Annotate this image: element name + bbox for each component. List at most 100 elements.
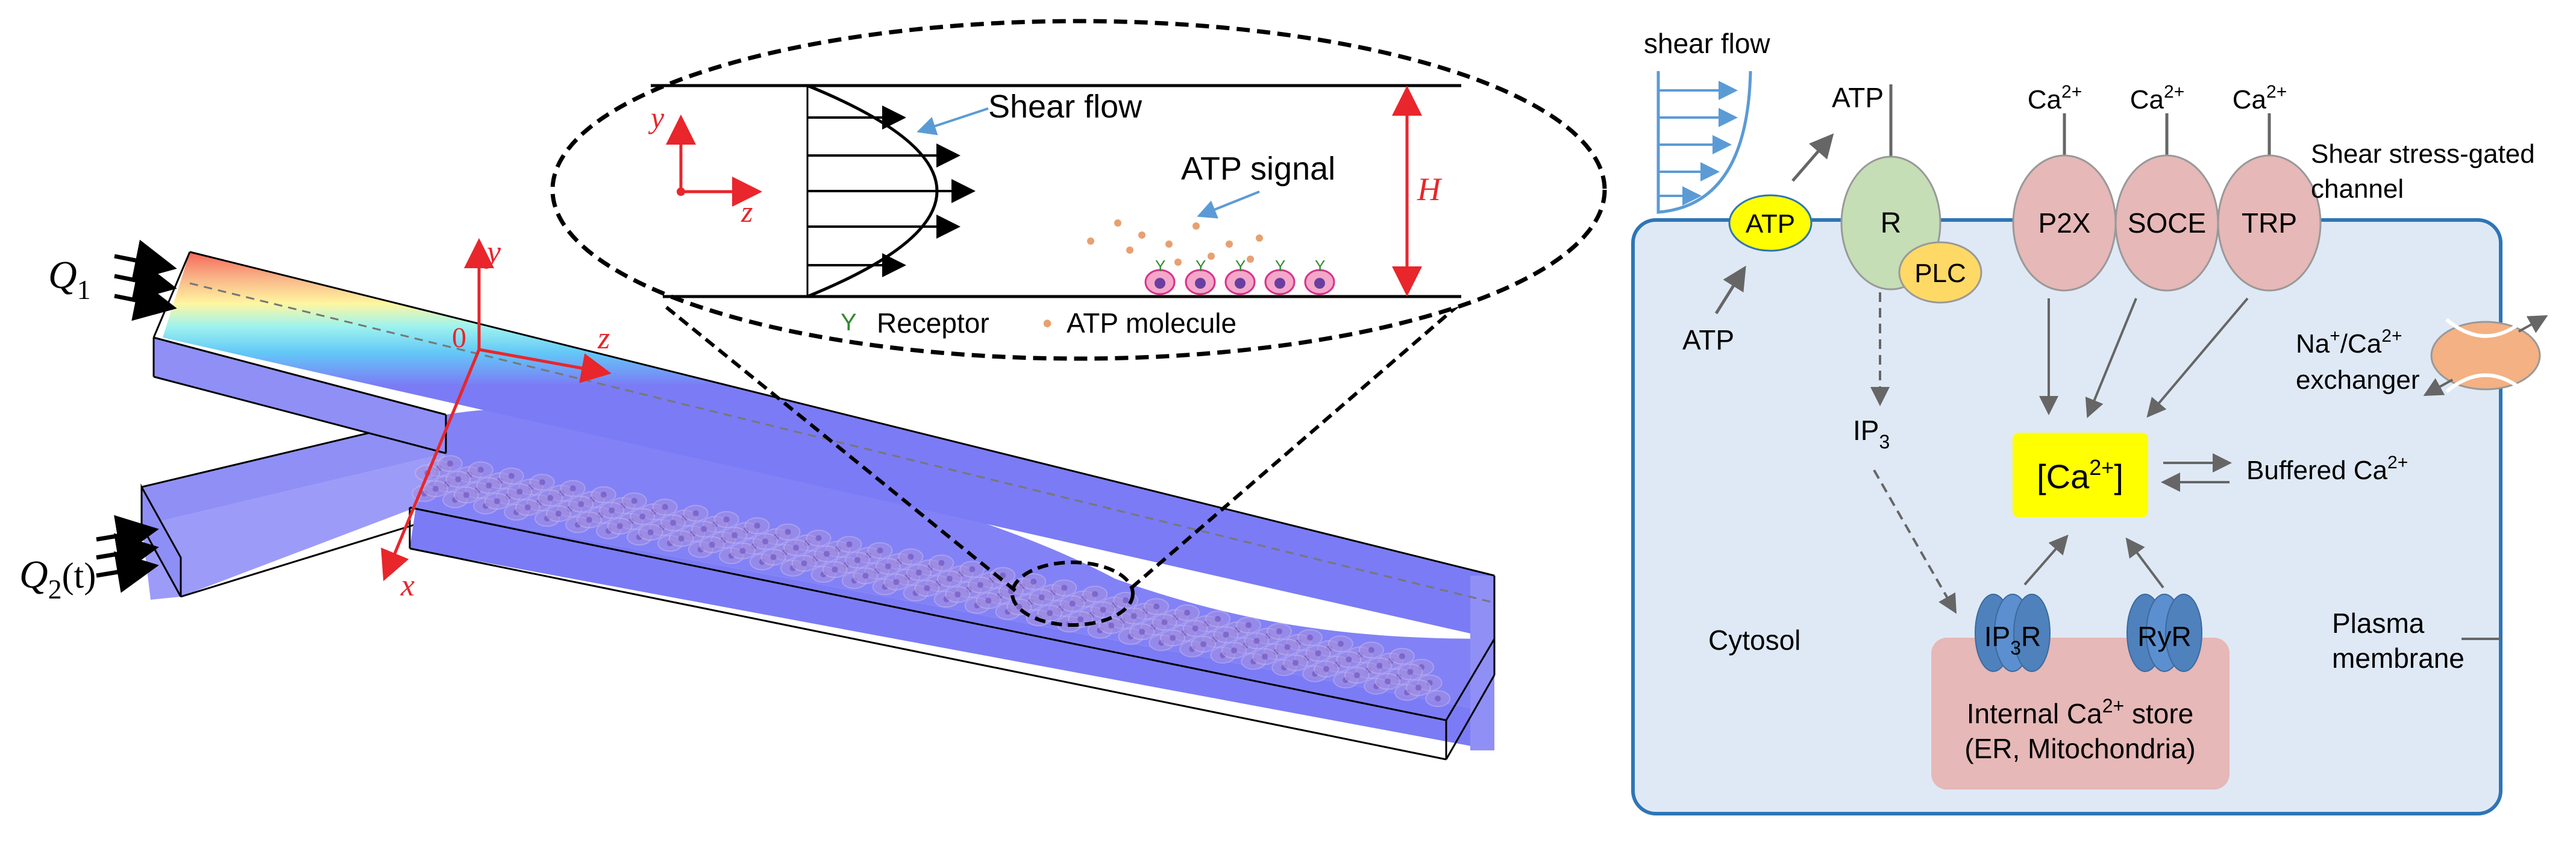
inlet-arrows-q1 [114,239,177,321]
inset-cell-nucleus [1314,278,1325,289]
inset-cell-receptor: Y [1315,257,1325,275]
atp-left-label: ATP [1682,324,1734,356]
inlet-q1-label: Q1 [48,253,91,305]
cell-pattern [412,455,1451,708]
ca-label-trp: Ca2+ [2233,82,2287,115]
axis-y-label: y [484,235,501,269]
channel-cell-nucleus [586,517,592,523]
inlet-q2-label: Q2(t) [19,553,96,605]
channel-cell-nucleus [1306,634,1313,641]
channel-cell-nucleus [547,495,554,501]
channel-cell-nucleus [1407,668,1414,675]
channel-cell-nucleus [985,597,992,604]
channel-cell-nucleus [1284,644,1291,650]
channel-cell-nucleus [1346,656,1352,663]
channel-cell-nucleus [639,514,646,520]
inset-axis-z: z [741,195,753,228]
side-channel-top [142,415,446,526]
inset-atp-signal-label: ATP signal [1181,151,1335,187]
channel-cell-nucleus [739,548,746,554]
channel-centerline [189,282,1495,604]
shear-flow-title: shear flow [1644,28,1770,59]
channel-cell-nucleus [1231,647,1238,654]
exchanger-label-2: exchanger [2296,365,2419,395]
channel-cell-nucleus [555,510,562,517]
main-channel-top [163,252,1494,639]
microchannel-diagram: Q1 Q2(t) y z x 0 [19,19,1607,761]
channel-cell-nucleus [678,535,685,542]
channel-cell-nucleus [732,532,738,539]
channel-cell-nucleus [1100,606,1106,613]
signaling-diagram: shear flow ATP ATP ATP R PLC P2X [1631,28,2548,815]
exchanger-label-1: Na+/Ca2+ [2296,326,2402,359]
channel-cell-nucleus [1253,638,1260,644]
inlet-arrows-q2 [96,515,159,593]
coordinate-axes [381,238,612,582]
channel-cell-nucleus [1215,615,1221,622]
main-channel-front [154,338,446,453]
channel-cell-nucleus [915,569,922,576]
channel-cell-nucleus [569,485,576,492]
inset-cell-receptor: Y [1196,257,1206,275]
legend-atp-label: ATP molecule [1067,307,1236,339]
svg-text:P2X: P2X [2039,207,2091,239]
channel-cell-nucleus [954,591,961,598]
channel-cell-nucleus [969,566,976,573]
channel-cell-nucleus [447,460,453,467]
channel-cell-nucleus [524,504,531,510]
channel-cell-nucleus [1435,696,1441,702]
axis-z-label: z [597,321,610,356]
inset-velocity-arrows [807,105,976,277]
channel-cell-nucleus [1016,603,1023,610]
channel-cell-nucleus [1061,585,1068,591]
shear-gated-label-1: Shear stress-gated [2311,139,2535,169]
channel-cell-nucleus [616,523,623,529]
channel-cell-nucleus [692,510,699,517]
channel-cell-nucleus [670,520,677,526]
channel-cell-nucleus [1315,650,1321,656]
channel-cell-nucleus [1170,635,1176,641]
shear-flow-arrows [1658,81,1738,206]
channel-cell-nucleus [823,550,830,557]
channel-cell-nucleus [1047,610,1053,617]
channel-cell-nucleus [815,535,822,541]
inset-cell-nucleus [1235,278,1246,289]
channel-cell-nucleus [1262,653,1268,660]
channel-cell-nucleus [647,529,654,536]
internal-calcium-store [1931,638,2230,790]
channel-cell-nucleus [662,504,668,510]
atp-bubble-label: ATP [1746,209,1795,239]
ca-label-p2x: Ca2+ [2028,82,2082,115]
channel-cell-nucleus [893,579,900,585]
channel-cell-nucleus [1038,594,1045,601]
ip3-receptor: IP3R [1975,594,2051,672]
channel-cell-nucleus [1245,622,1252,629]
channel-cell-nucleus [508,473,515,479]
channel-cell-nucleus [432,485,439,492]
channel-cell-nucleus [1030,579,1037,585]
channel-cell-nucleus [1153,603,1160,610]
channel-cell-nucleus [885,563,891,570]
main-channel-front-lower [410,507,1494,750]
channel-cell-nucleus [1161,619,1168,626]
axis-x-label: x [400,568,415,603]
channel-cell-nucleus [1192,625,1199,632]
channel-cell-nucleus [1077,616,1084,623]
channel-cell-nucleus [792,544,799,551]
inset-shear-flow-label: Shear flow [988,89,1142,125]
inset-axes [666,115,762,207]
channel-cell-nucleus [701,526,707,532]
channel-trp: TRP [2217,113,2322,292]
channel-cell-nucleus [494,498,500,504]
store-label-2: (ER, Mitochondria) [1964,733,2195,764]
channel-cell-nucleus [785,529,791,535]
channel-cell-nucleus [946,576,953,582]
zoom-line-left [662,303,1017,592]
channel-cell-nucleus [1223,632,1229,638]
inset-height-label: H [1417,171,1443,207]
channel-cell-nucleus [924,585,930,591]
legend-atp-symbol: • [1042,307,1052,339]
channel-cell-nucleus [1368,647,1374,653]
channel-soce: SOCE [2114,113,2219,292]
